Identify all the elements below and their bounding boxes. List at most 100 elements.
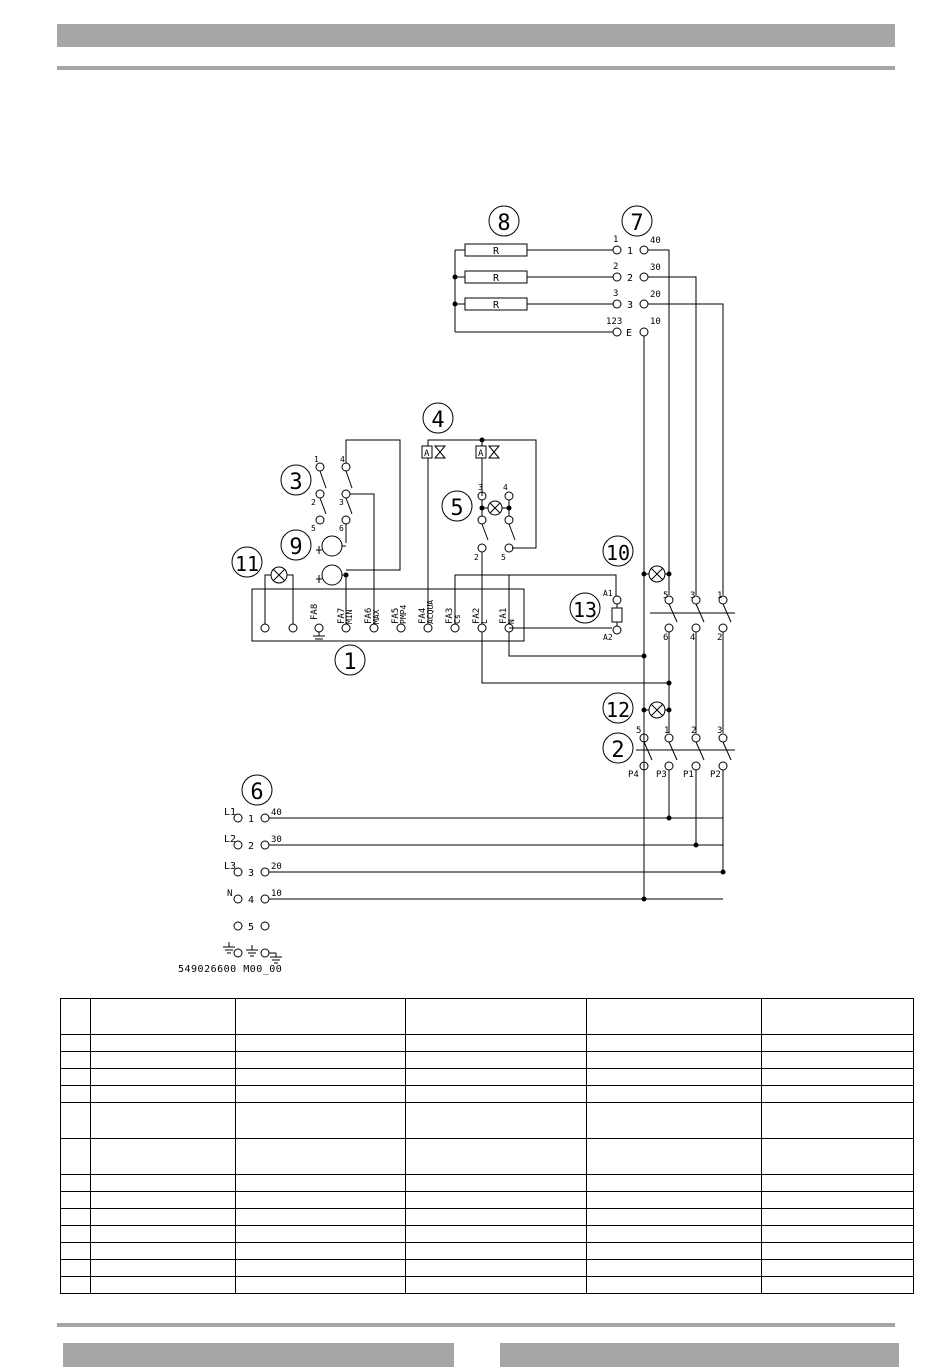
svg-text:L3: L3 xyxy=(224,861,236,872)
level-sensors-9 xyxy=(316,535,349,624)
table-cell xyxy=(60,1242,91,1260)
svg-text:P4: P4 xyxy=(628,770,639,780)
table-row xyxy=(60,1208,914,1226)
svg-text:2: 2 xyxy=(613,262,618,272)
table-cell xyxy=(761,1191,914,1209)
table-row xyxy=(60,1259,914,1277)
contactor-2: 5 1 2 3 P4 P3 P1 P2 xyxy=(628,726,735,872)
heating-elements: R R R xyxy=(452,243,613,333)
table-cell xyxy=(405,1051,587,1069)
svg-text:5: 5 xyxy=(311,524,316,533)
mains-terminal-block: L1 L2 L3 N 1 2 3 4 5 40 30 20 10 xyxy=(223,807,726,964)
svg-text:9: 9 xyxy=(289,535,302,560)
lamp-12 xyxy=(641,701,672,719)
callout-4: 4 xyxy=(422,402,454,434)
svg-text:6: 6 xyxy=(339,524,344,533)
table-cell xyxy=(235,1068,406,1086)
table-cell xyxy=(90,1138,236,1175)
table-cell xyxy=(761,1085,914,1103)
svg-text:L2: L2 xyxy=(224,834,236,845)
table-cell xyxy=(60,1068,91,1086)
table-cell xyxy=(405,1191,587,1209)
svg-text:10: 10 xyxy=(271,889,282,899)
svg-text:30: 30 xyxy=(650,263,661,273)
svg-text:10: 10 xyxy=(606,541,630,565)
svg-text:A: A xyxy=(478,449,484,459)
footer-bar-right xyxy=(500,1343,899,1367)
svg-text:N: N xyxy=(507,619,516,624)
legend-table xyxy=(60,998,914,1294)
svg-text:1: 1 xyxy=(248,814,254,825)
table-cell xyxy=(405,998,587,1035)
table-cell xyxy=(586,1051,762,1069)
callout-8: 8 xyxy=(488,205,520,237)
table-cell xyxy=(761,1276,914,1294)
table-cell xyxy=(761,998,914,1035)
header-bar xyxy=(57,24,895,47)
svg-text:3: 3 xyxy=(339,498,344,507)
table-row xyxy=(60,1085,914,1103)
table-cell xyxy=(405,1259,587,1277)
table-cell xyxy=(586,1138,762,1175)
table-cell xyxy=(60,1276,91,1294)
svg-text:6: 6 xyxy=(250,780,263,805)
table-cell xyxy=(761,1259,914,1277)
svg-text:40: 40 xyxy=(650,236,661,246)
table-cell xyxy=(586,998,762,1035)
table-cell xyxy=(60,1208,91,1226)
table-cell xyxy=(60,1225,91,1243)
svg-text:1: 1 xyxy=(717,591,722,601)
table-cell xyxy=(761,1225,914,1243)
svg-text:R: R xyxy=(493,246,500,257)
control-board: FA8 FA7 MIN FA6 MAX FA5 PMP4 FA4 ACQUA F… xyxy=(251,574,672,686)
table-cell xyxy=(761,1068,914,1086)
svg-text:P1: P1 xyxy=(683,770,694,780)
svg-text:2: 2 xyxy=(611,738,624,763)
svg-text:4: 4 xyxy=(431,408,444,433)
callout-1: 1 xyxy=(334,644,366,676)
svg-text:5: 5 xyxy=(248,922,254,933)
table-cell xyxy=(60,1259,91,1277)
svg-text:12: 12 xyxy=(606,698,630,722)
drawing-code: 549026600 M00_00 xyxy=(178,964,283,975)
table-cell xyxy=(235,1174,406,1192)
table-cell xyxy=(90,1191,236,1209)
table-cell xyxy=(235,1138,406,1175)
svg-text:4: 4 xyxy=(340,455,345,464)
svg-text:PMP4: PMP4 xyxy=(399,605,408,624)
svg-text:N: N xyxy=(227,889,232,899)
table-cell xyxy=(586,1259,762,1277)
svg-text:FA5: FA5 xyxy=(391,608,401,624)
wiring-diagram: 8 7 4 3 5 9 11 10 13 1 12 2 6 R R R 1 2 … xyxy=(223,205,735,964)
svg-text:FA4: FA4 xyxy=(418,608,428,624)
table-cell xyxy=(586,1034,762,1052)
table-cell xyxy=(90,1034,236,1052)
contactor-10: 5 3 1 6 4 2 xyxy=(641,565,735,733)
table-cell xyxy=(586,1068,762,1086)
table-cell xyxy=(586,1085,762,1103)
lamp-11 xyxy=(264,566,294,624)
table-cell xyxy=(405,1174,587,1192)
svg-text:2: 2 xyxy=(627,273,633,284)
callout-3: 3 xyxy=(280,464,312,496)
table-cell xyxy=(60,998,91,1035)
table-cell xyxy=(405,1068,587,1086)
table-row xyxy=(60,1174,914,1192)
svg-text:FA7: FA7 xyxy=(337,608,347,624)
table-cell xyxy=(60,1085,91,1103)
table-cell xyxy=(90,1259,236,1277)
table-cell xyxy=(405,1034,587,1052)
svg-text:8: 8 xyxy=(497,211,510,236)
table-cell xyxy=(90,1085,236,1103)
svg-text:FA3: FA3 xyxy=(445,608,455,624)
table-cell xyxy=(60,1102,91,1139)
table-cell xyxy=(405,1208,587,1226)
svg-text:2: 2 xyxy=(691,726,696,736)
svg-text:6: 6 xyxy=(663,633,668,643)
svg-text:13: 13 xyxy=(573,598,597,622)
svg-text:1: 1 xyxy=(627,246,633,257)
relay-13: A1 A2 xyxy=(603,589,623,642)
svg-text:3: 3 xyxy=(627,300,633,311)
svg-text:FA2: FA2 xyxy=(472,608,482,624)
svg-text:FA8: FA8 xyxy=(310,604,320,620)
